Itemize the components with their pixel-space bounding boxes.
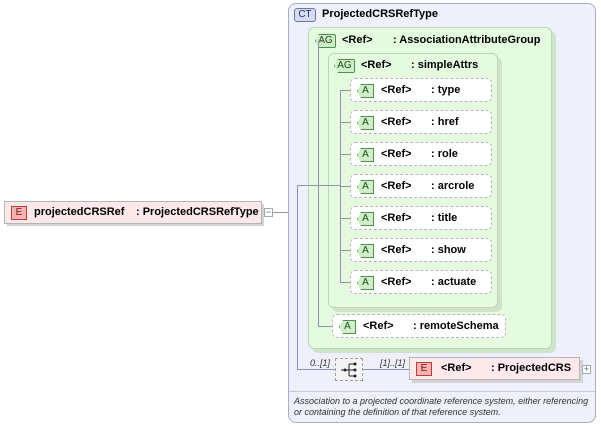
attribute-remote-schema[interactable]: A <Ref> : remoteSchema <box>332 314 506 338</box>
attribute-name: : remoteSchema <box>413 320 499 332</box>
tree-line <box>340 218 350 219</box>
tree-line <box>318 41 319 326</box>
attribute-group-badge: AG <box>315 34 336 48</box>
attribute-badge: A <box>357 148 374 162</box>
root-element-type: : ProjectedCRSRefType <box>136 206 259 218</box>
attribute-name: : title <box>431 212 458 224</box>
tree-line <box>340 90 350 91</box>
attribute-group-badge: AG <box>334 59 355 73</box>
attribute-ref: <Ref> <box>363 320 394 332</box>
element-badge: E <box>11 206 27 220</box>
attribute-show[interactable]: A <Ref> : show <box>350 238 492 262</box>
tree-line <box>318 41 324 42</box>
doc-divider <box>289 391 595 392</box>
tree-line <box>363 369 409 370</box>
attribute-ref: <Ref> <box>381 212 412 224</box>
attribute-name: : role <box>431 148 458 160</box>
attribute-badge: A <box>357 116 374 130</box>
collapse-toggle-icon[interactable]: − <box>264 207 273 217</box>
tree-line <box>340 282 350 283</box>
attribute-name: : type <box>431 84 461 96</box>
attribute-name: : arcrole <box>431 180 475 192</box>
tree-line <box>340 154 350 155</box>
documentation-line: or containing the definition of that ref… <box>294 407 501 417</box>
association-group-name: : AssociationAttributeGroup <box>393 34 541 46</box>
tree-line <box>318 185 340 186</box>
attribute-title[interactable]: A <Ref> : title <box>350 206 492 230</box>
root-element[interactable]: E projectedCRSRef : ProjectedCRSRefType <box>4 201 262 224</box>
attribute-type[interactable]: A <Ref> : type <box>350 78 492 102</box>
complex-type-badge: CT <box>294 8 316 22</box>
attribute-actuate[interactable]: A <Ref> : actuate <box>350 270 492 294</box>
tree-line <box>318 326 332 327</box>
attribute-name: : actuate <box>431 276 477 288</box>
sequence-compositor[interactable] <box>335 358 363 381</box>
attribute-href[interactable]: A <Ref> : href <box>350 110 492 134</box>
tree-line <box>297 185 319 186</box>
connector-line <box>273 212 289 213</box>
child-element-name: : ProjectedCRS <box>491 362 572 374</box>
tree-line <box>340 250 350 251</box>
tree-line <box>297 369 335 370</box>
sequence-occurrence: 0..[1] <box>310 358 331 368</box>
attribute-badge: A <box>357 180 374 194</box>
attribute-ref: <Ref> <box>381 276 412 288</box>
attribute-badge: A <box>357 276 374 290</box>
child-occurrence: [1]..[1] <box>380 358 406 368</box>
association-group-ref: <Ref> <box>342 34 373 46</box>
attribute-role[interactable]: A <Ref> : role <box>350 142 492 166</box>
complex-type-name: ProjectedCRSRefType <box>322 8 438 20</box>
attribute-ref: <Ref> <box>381 148 412 160</box>
element-badge: E <box>416 362 432 376</box>
attribute-name: : href <box>431 116 459 128</box>
attribute-name: : show <box>431 244 466 256</box>
child-element[interactable]: E <Ref> : ProjectedCRS <box>409 357 580 380</box>
attribute-badge: A <box>339 320 356 334</box>
documentation-line: Association to a projected coordinate re… <box>294 396 589 406</box>
attribute-ref: <Ref> <box>381 84 412 96</box>
attribute-arcrole[interactable]: A <Ref> : arcrole <box>350 174 492 198</box>
simple-attrs-ref: <Ref> <box>361 59 392 71</box>
tree-line <box>297 355 298 370</box>
root-element-name: projectedCRSRef <box>34 206 125 218</box>
expand-toggle-icon[interactable]: + <box>582 364 591 374</box>
tree-line <box>297 185 298 370</box>
attribute-ref: <Ref> <box>381 244 412 256</box>
sequence-icon <box>341 362 357 378</box>
documentation: Association to a projected coordinate re… <box>294 396 594 418</box>
attribute-badge: A <box>357 244 374 258</box>
attribute-badge: A <box>357 212 374 226</box>
attribute-ref: <Ref> <box>381 116 412 128</box>
tree-line <box>340 122 350 123</box>
simple-attrs-name: : simpleAttrs <box>411 59 479 71</box>
tree-line <box>340 186 350 187</box>
child-element-ref: <Ref> <box>441 362 472 374</box>
attribute-badge: A <box>357 84 374 98</box>
attribute-ref: <Ref> <box>381 180 412 192</box>
